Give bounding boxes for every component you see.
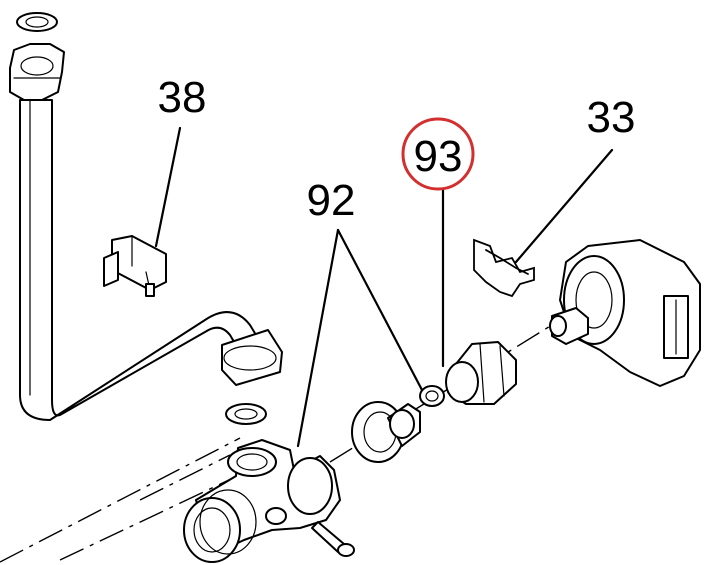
highlight-circle xyxy=(401,117,475,191)
callout-93: 93 xyxy=(414,132,463,181)
spring-clip-part-33 xyxy=(473,238,535,298)
valve-insert-part-92 xyxy=(351,385,445,463)
leader-38 xyxy=(154,126,182,248)
leader-92-b xyxy=(336,228,424,392)
bent-pipe xyxy=(19,99,283,421)
valve-body xyxy=(183,439,341,563)
callout-labels: 38 93 92 33 xyxy=(158,73,636,225)
leader-33 xyxy=(514,148,614,264)
leader-92-a xyxy=(296,228,340,448)
bolt-part xyxy=(311,521,355,557)
cartridge-part-93 xyxy=(445,341,517,405)
leader-lines xyxy=(154,126,614,448)
clip-part-38 xyxy=(103,235,167,297)
actuator-motor xyxy=(549,239,701,387)
pipe-nut-top xyxy=(9,12,65,101)
callout-33: 33 xyxy=(587,93,636,142)
callout-38: 38 xyxy=(158,73,207,122)
callout-92: 92 xyxy=(307,176,356,225)
sealing-washer xyxy=(225,403,267,425)
